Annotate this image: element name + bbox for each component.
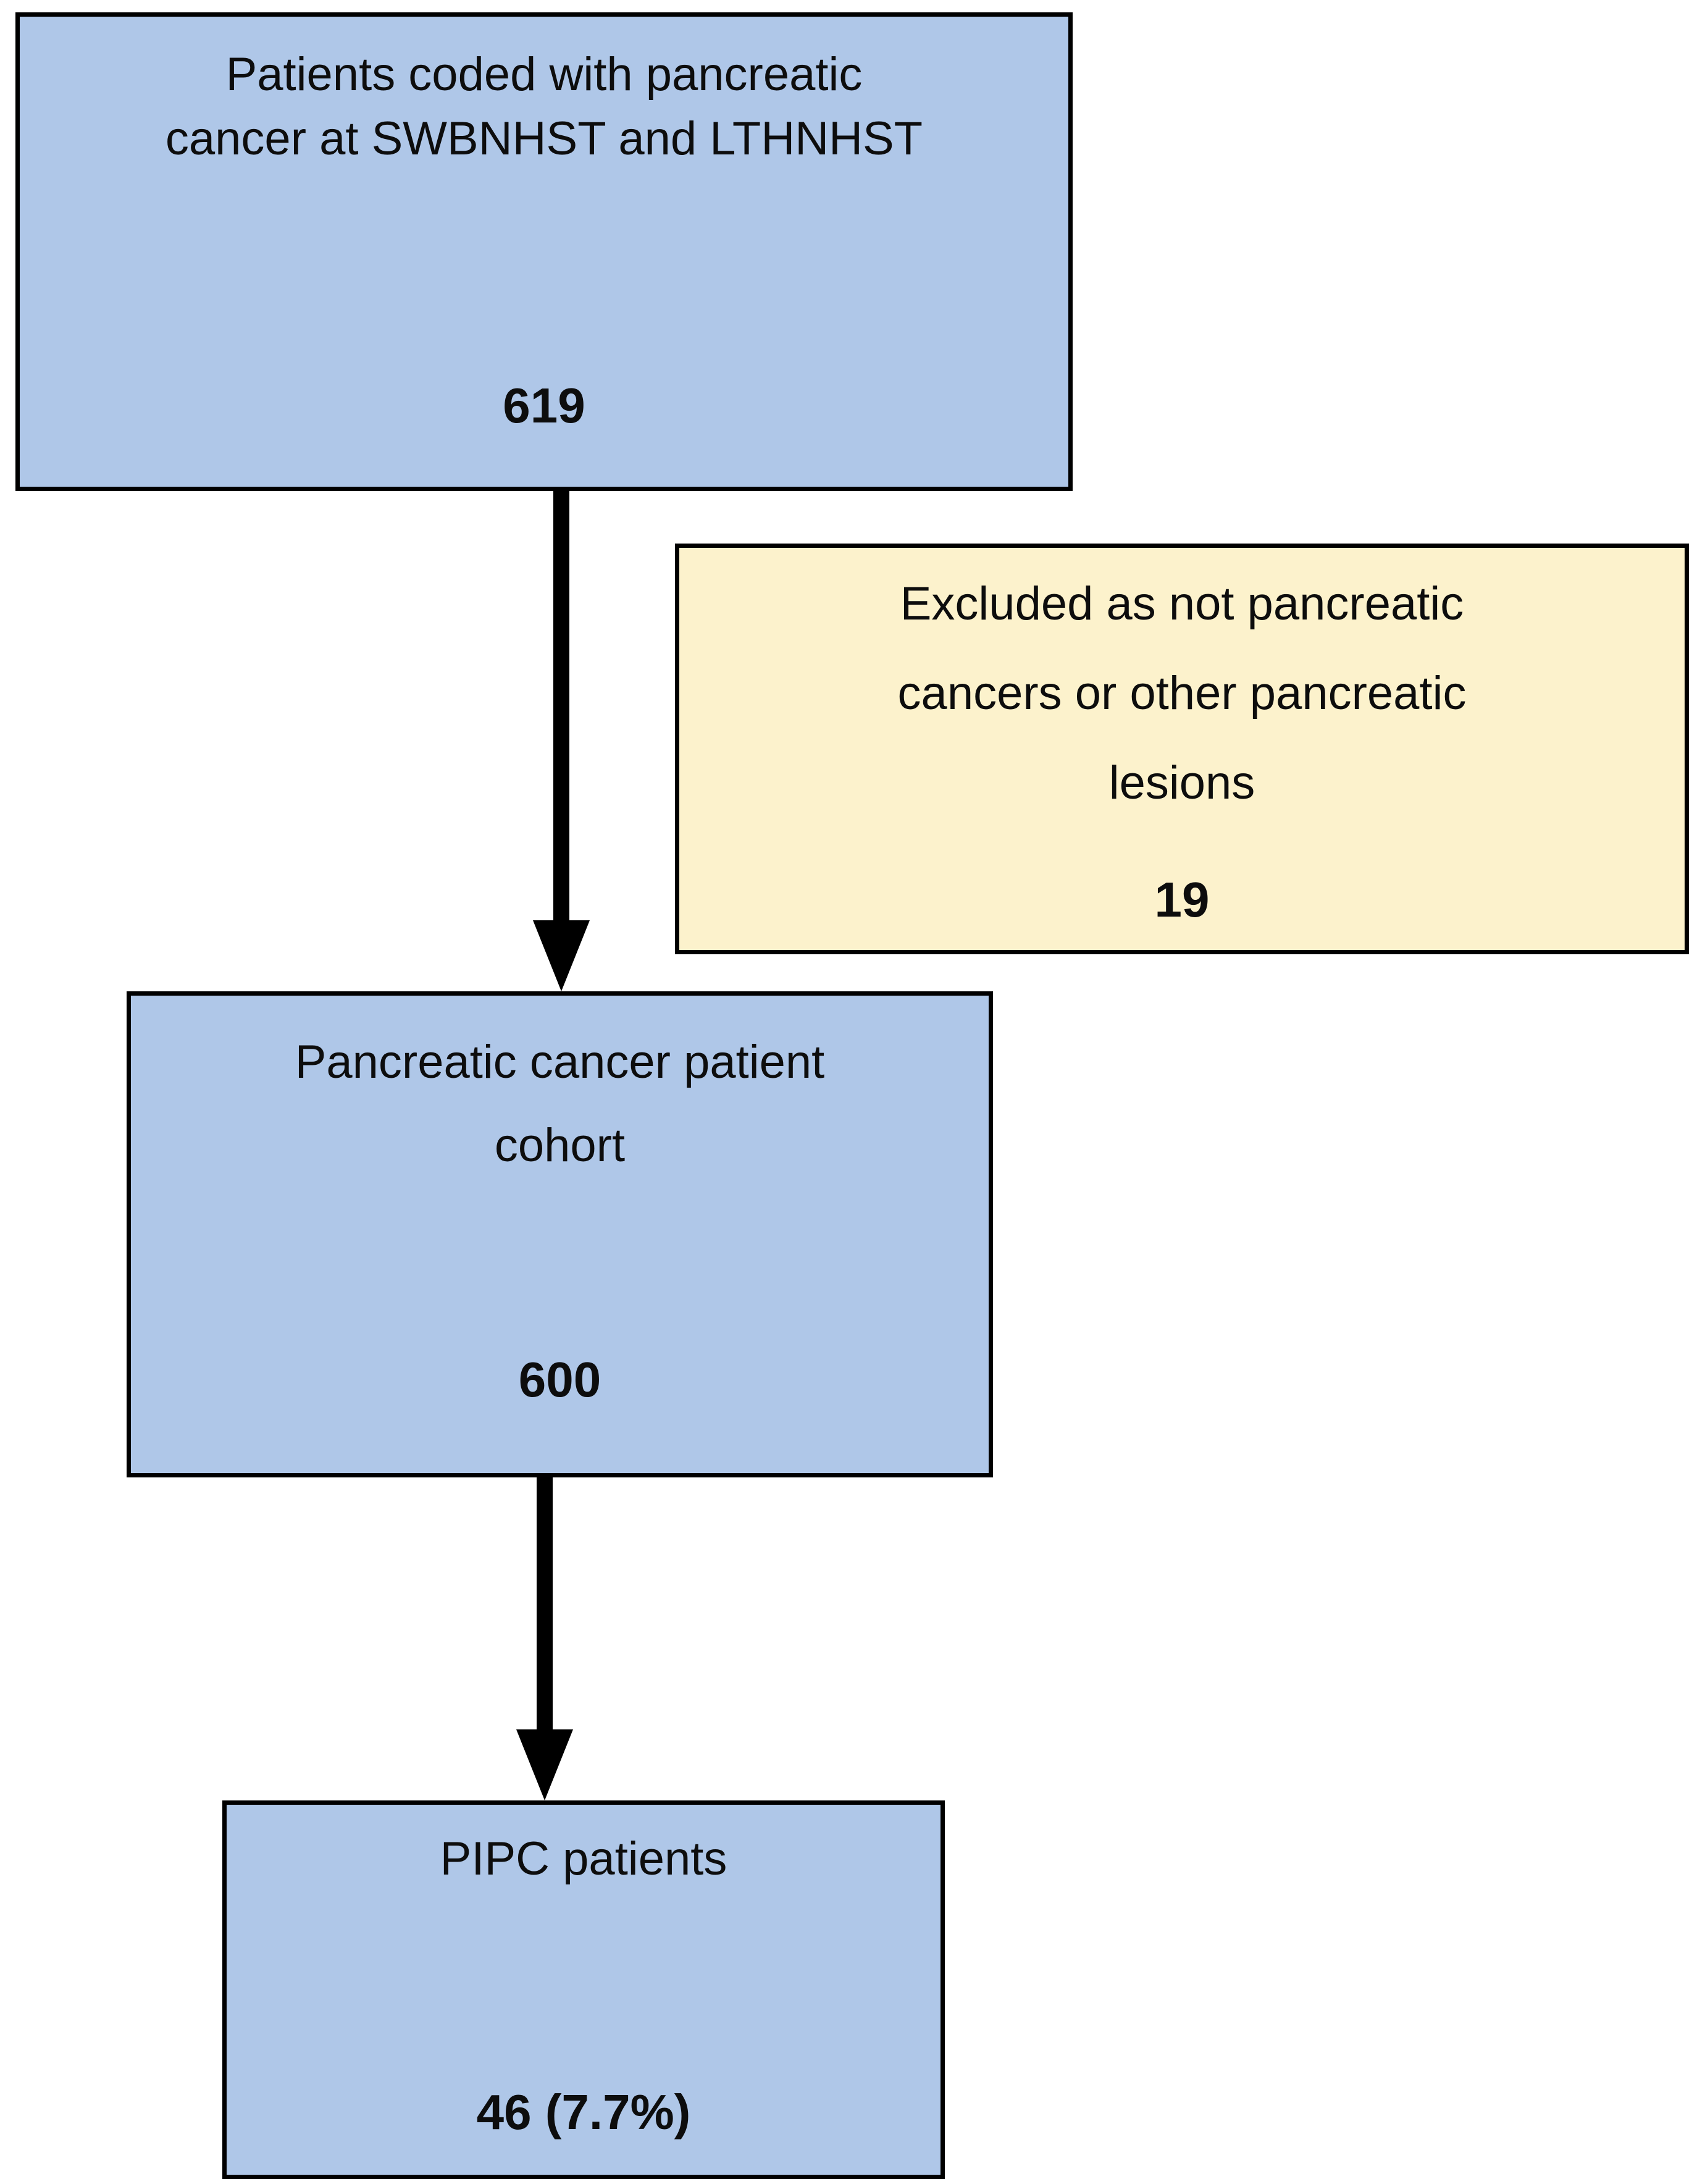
box-cohort-label-line2: cohort: [494, 1119, 626, 1172]
box-cohort-count: 600: [518, 1352, 601, 1407]
flowchart-box-excluded: Excluded as not pancreatic cancers or ot…: [675, 544, 1689, 954]
box-pipc-label-line1: PIPC patients: [440, 1833, 727, 1885]
box-pipc-count: 46 (7.7%): [476, 2085, 691, 2140]
box-excluded-label: Excluded as not pancreatic cancers or ot…: [898, 548, 1467, 828]
box-source-count: 619: [503, 378, 585, 433]
box-cohort-label-line1: Pancreatic cancer patient: [295, 1036, 825, 1088]
flowchart-box-pipc: PIPC patients 46 (7.7%): [222, 1800, 945, 2179]
arrow-cohort-to-pipc-head: [516, 1729, 573, 1800]
box-source-label: Patients coded with pancreatic cancer at…: [165, 17, 923, 171]
box-excluded-count: 19: [1154, 872, 1210, 927]
arrow-source-to-cohort-head: [533, 920, 590, 991]
box-excluded-label-line2: cancers or other pancreatic: [897, 667, 1467, 720]
box-pipc-label: PIPC patients: [440, 1805, 727, 1890]
box-source-label-line1: Patients coded with pancreatic: [225, 48, 863, 101]
box-cohort-label: Pancreatic cancer patient cohort: [295, 996, 825, 1187]
arrow-source-to-cohort-shaft: [553, 491, 569, 923]
arrow-cohort-to-pipc-shaft: [537, 1477, 553, 1732]
box-excluded-label-line3: lesions: [1108, 757, 1255, 809]
flowchart-box-cohort: Pancreatic cancer patient cohort 600: [127, 991, 993, 1477]
box-source-label-line2: cancer at SWBNHST and LTHNHST: [165, 112, 923, 165]
box-excluded-label-line1: Excluded as not pancreatic: [900, 578, 1464, 630]
flowchart-box-source: Patients coded with pancreatic cancer at…: [15, 12, 1073, 491]
